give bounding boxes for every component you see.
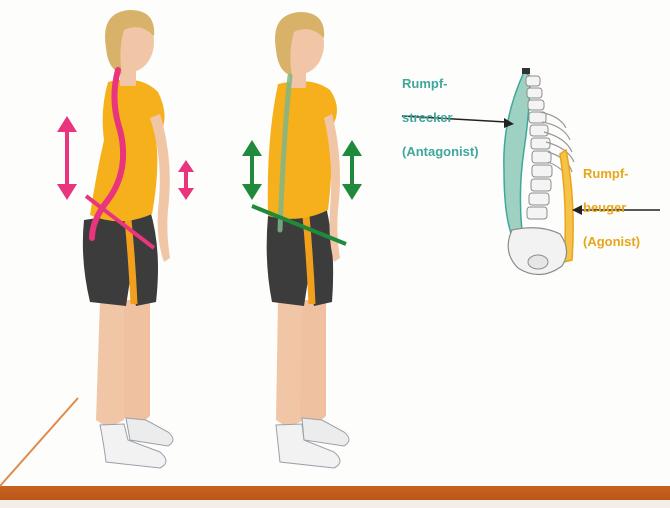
vertical-arrow-icon [57,116,77,200]
extensor-label-line2: strecker [402,109,479,126]
vertical-arrow-icon [242,140,262,200]
right-leg-front [300,300,326,424]
vertical-arrow-icon [178,160,194,200]
left-leg-back [96,300,126,428]
woman-right-posture [242,12,362,468]
vertical-arrow-icon [342,140,362,200]
right-shirt [268,81,337,219]
hip-socket [528,255,548,269]
vertebral-column [526,76,552,219]
right-leg-back [276,300,304,428]
extensor-label-line1: Rumpf- [402,75,479,92]
left-leg-front [124,300,150,424]
skull-base-marker [522,68,530,74]
trunk-extensor-label: Rumpf- strecker (Antagonist) [402,58,479,177]
flexor-label-line1: Rumpf- [583,165,640,182]
flexor-label-line3: (Agonist) [583,233,640,250]
trunk-flexor-label: Rumpf- beuger (Agonist) [583,148,640,267]
flexor-label-line2: beuger [583,199,640,216]
right-shorts [267,206,333,306]
extensor-label-line3: (Antagonist) [402,143,479,160]
floor-edge-line [0,398,78,486]
left-shirt [90,80,165,222]
trunk-extensor-muscle [504,72,530,236]
